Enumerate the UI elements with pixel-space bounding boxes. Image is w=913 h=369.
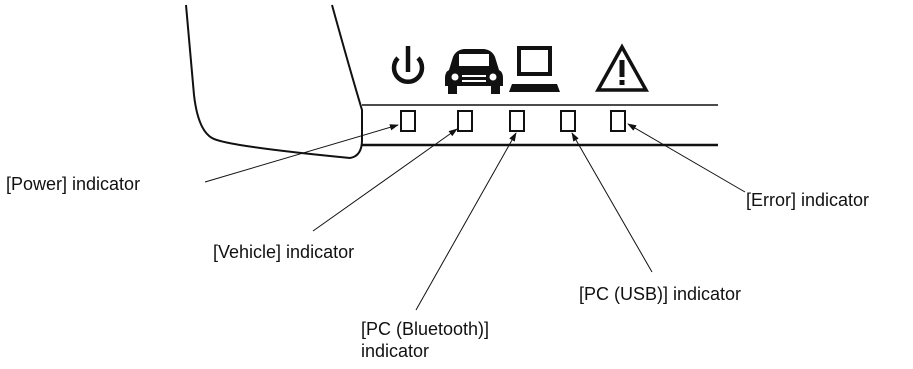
pc-usb-led bbox=[560, 110, 576, 132]
pc-usb-leader-line bbox=[571, 132, 653, 273]
device-housing bbox=[185, 4, 363, 160]
led-indicators bbox=[400, 110, 626, 132]
vehicle-leader-line bbox=[312, 128, 458, 232]
pc-icon bbox=[509, 46, 560, 92]
error-leader-line bbox=[627, 123, 746, 193]
warning-icon bbox=[595, 43, 649, 92]
pc-bluetooth-indicator-label: [PC (Bluetooth)] indicator bbox=[361, 319, 490, 361]
power-icon bbox=[391, 46, 425, 85]
vehicle-indicator-label: [Vehicle] indicator bbox=[213, 242, 355, 262]
power-led bbox=[400, 110, 416, 132]
pc-usb-indicator-label: [PC (USB)] indicator bbox=[579, 284, 742, 304]
error-led bbox=[610, 110, 626, 132]
pc-bluetooth-led bbox=[509, 110, 525, 132]
error-indicator-label: [Error] indicator bbox=[746, 190, 870, 210]
power-leader-line bbox=[204, 124, 399, 183]
vehicle-led bbox=[457, 110, 473, 132]
pc-bluetooth-leader-line bbox=[415, 132, 517, 311]
vehicle-icon bbox=[445, 49, 503, 94]
power-indicator-label: [Power] indicator bbox=[6, 174, 141, 194]
